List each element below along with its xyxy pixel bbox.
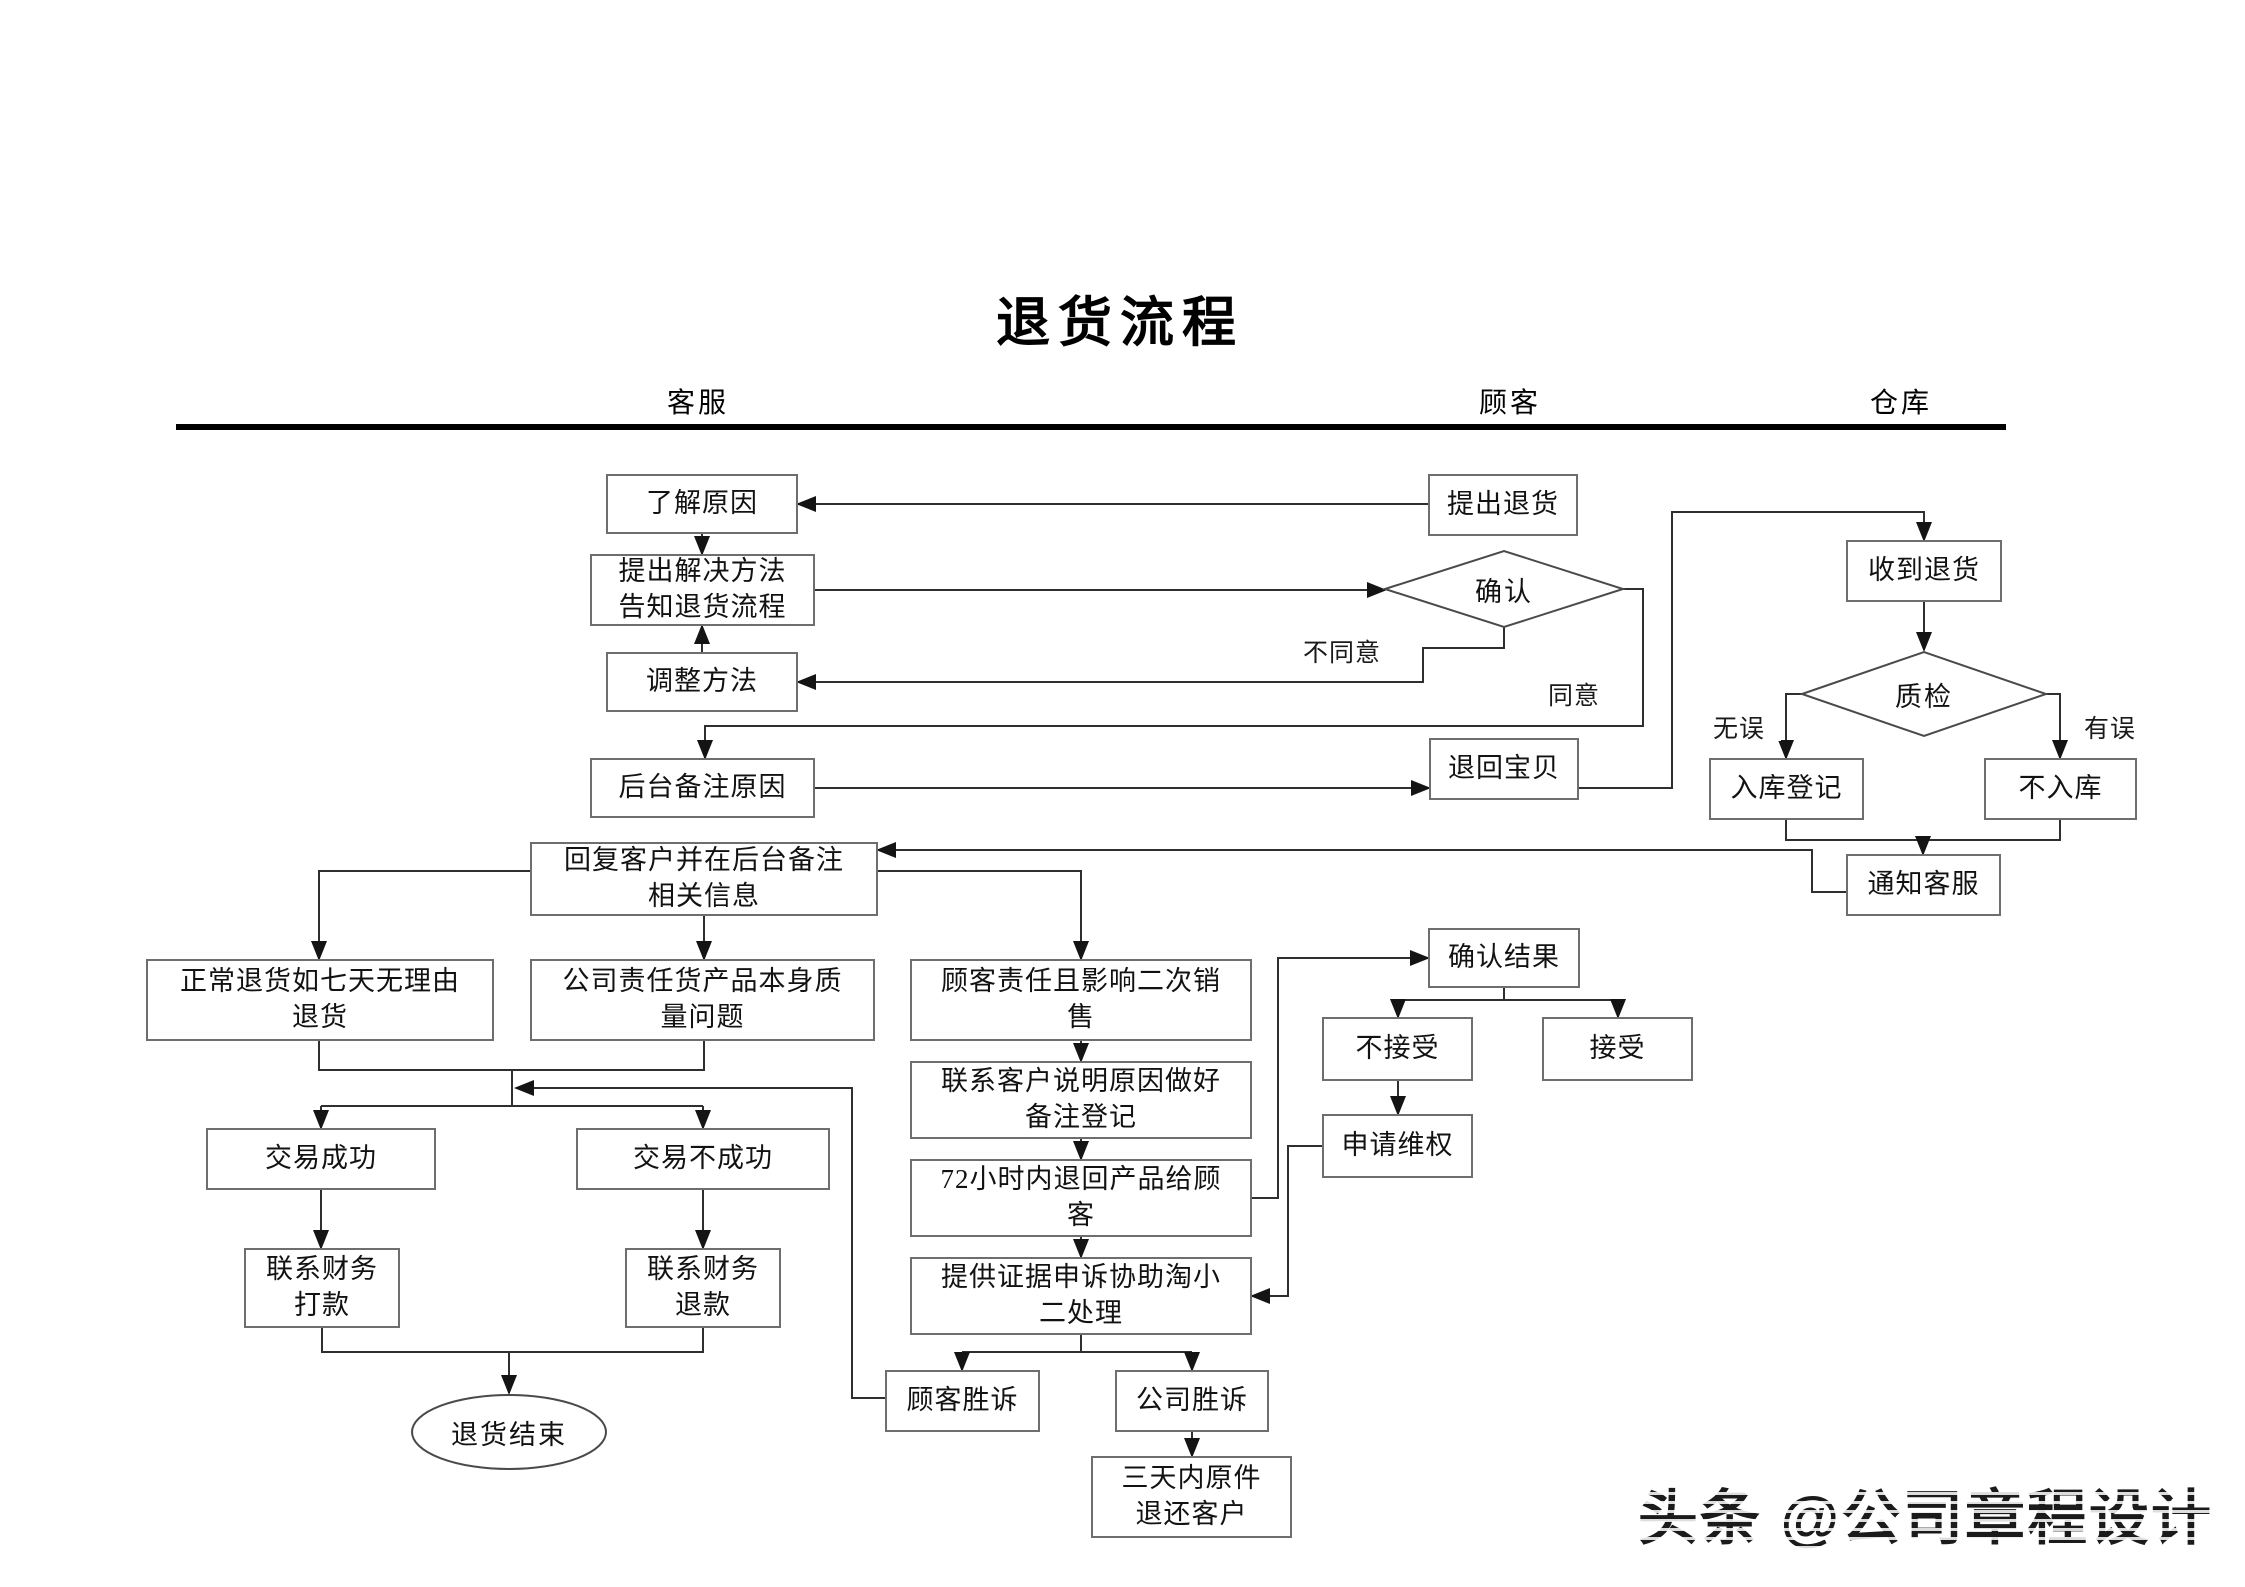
node-backend-note-reason: 后台备注原因 [590, 758, 815, 818]
node-company-fault: 公司责任货产品本身质 量问题 [530, 959, 875, 1041]
confirm-diamond-shape [1381, 549, 1627, 629]
node-return-item: 退回宝贝 [1429, 738, 1579, 800]
edge-quality-bad-to-no-warehouse [2046, 693, 2068, 760]
node-customer-fault: 顾客责任且影响二次销 售 [910, 959, 1252, 1041]
edge-label-disagree: 不同意 [1290, 637, 1394, 667]
node-contact-customer-register: 联系客户说明原因做好 备注登记 [910, 1061, 1252, 1139]
node-apply-rights: 申请维权 [1322, 1114, 1473, 1178]
edge-b-row-merge [318, 1041, 705, 1071]
node-receive-return: 收到退货 [1846, 540, 2002, 602]
node-warehouse-register: 入库登记 [1709, 758, 1864, 820]
edge-confirm-agree-to-backend-note [697, 588, 1644, 760]
edge-apply-to-evidence [1250, 1145, 1322, 1304]
node-return-3days: 三天内原件 退还客户 [1091, 1456, 1292, 1538]
node-adjust-method: 调整方法 [606, 652, 798, 712]
node-deal-fail: 交易不成功 [576, 1128, 830, 1190]
node-no-warehouse: 不入库 [1984, 758, 2137, 820]
return-end-ellipse-shape [411, 1394, 607, 1470]
node-reply-customer-note: 回复客户并在后台备注 相关信息 [530, 842, 878, 916]
node-company-win: 公司胜诉 [1115, 1370, 1269, 1432]
edge-label-has-error: 有误 [2068, 713, 2152, 743]
node-deal-success: 交易成功 [206, 1128, 436, 1190]
node-propose-solution: 提出解决方法 告知退货流程 [590, 554, 815, 626]
lane-divider-rule [176, 424, 2006, 430]
node-confirm-result: 确认结果 [1428, 928, 1580, 988]
edge-72h-to-confirm-result [1252, 950, 1430, 1199]
page-title: 退货流程 [996, 293, 1244, 353]
edge-label-agree: 同意 [1532, 680, 1616, 710]
node-finance-pay: 联系财务 打款 [244, 1248, 400, 1328]
edge-reply-to-normal-return [311, 870, 530, 961]
lane-label-customer-service: 客服 [666, 388, 729, 419]
node-return-72h: 72小时内退回产品给顾 客 [910, 1159, 1252, 1237]
node-normal-return: 正常退货如七天无理由 退货 [146, 959, 494, 1041]
node-finance-refund: 联系财务 退款 [625, 1248, 781, 1328]
lane-label-customer: 顾客 [1478, 388, 1541, 419]
quality-check-diamond-shape [1798, 650, 2050, 738]
node-return-end: 退货结束 [451, 1419, 567, 1450]
node-customer-win: 顾客胜诉 [885, 1370, 1040, 1432]
edge-customer-win-feedback [514, 1080, 885, 1399]
edge-finance-merge [321, 1328, 704, 1353]
edge-warehouse-merge [1785, 820, 2061, 841]
node-understand-reason: 了解原因 [606, 474, 798, 534]
node-quality-check-decision: 质检 [1895, 681, 1953, 712]
node-propose-return: 提出退货 [1428, 474, 1578, 536]
lane-label-warehouse: 仓库 [1869, 388, 1932, 419]
node-accept: 接受 [1542, 1017, 1693, 1081]
edge-reply-to-customer-fault [878, 870, 1089, 961]
edge-label-no-error: 无误 [1697, 713, 1781, 743]
edge-quality-ok-to-register [1778, 693, 1802, 760]
edge-confirm-disagree-to-adjust [796, 627, 1505, 690]
node-confirm-decision: 确认 [1475, 576, 1533, 607]
node-reject: 不接受 [1322, 1017, 1473, 1081]
edge-notify-to-reply-note [876, 842, 1846, 893]
node-provide-evidence: 提供证据申诉协助淘小 二处理 [910, 1257, 1252, 1335]
watermark-text: 头条 @公司章程设计 [1633, 1485, 2218, 1552]
edge-return-item-to-receive [1579, 511, 1932, 789]
node-notify-service: 通知客服 [1846, 854, 2001, 916]
